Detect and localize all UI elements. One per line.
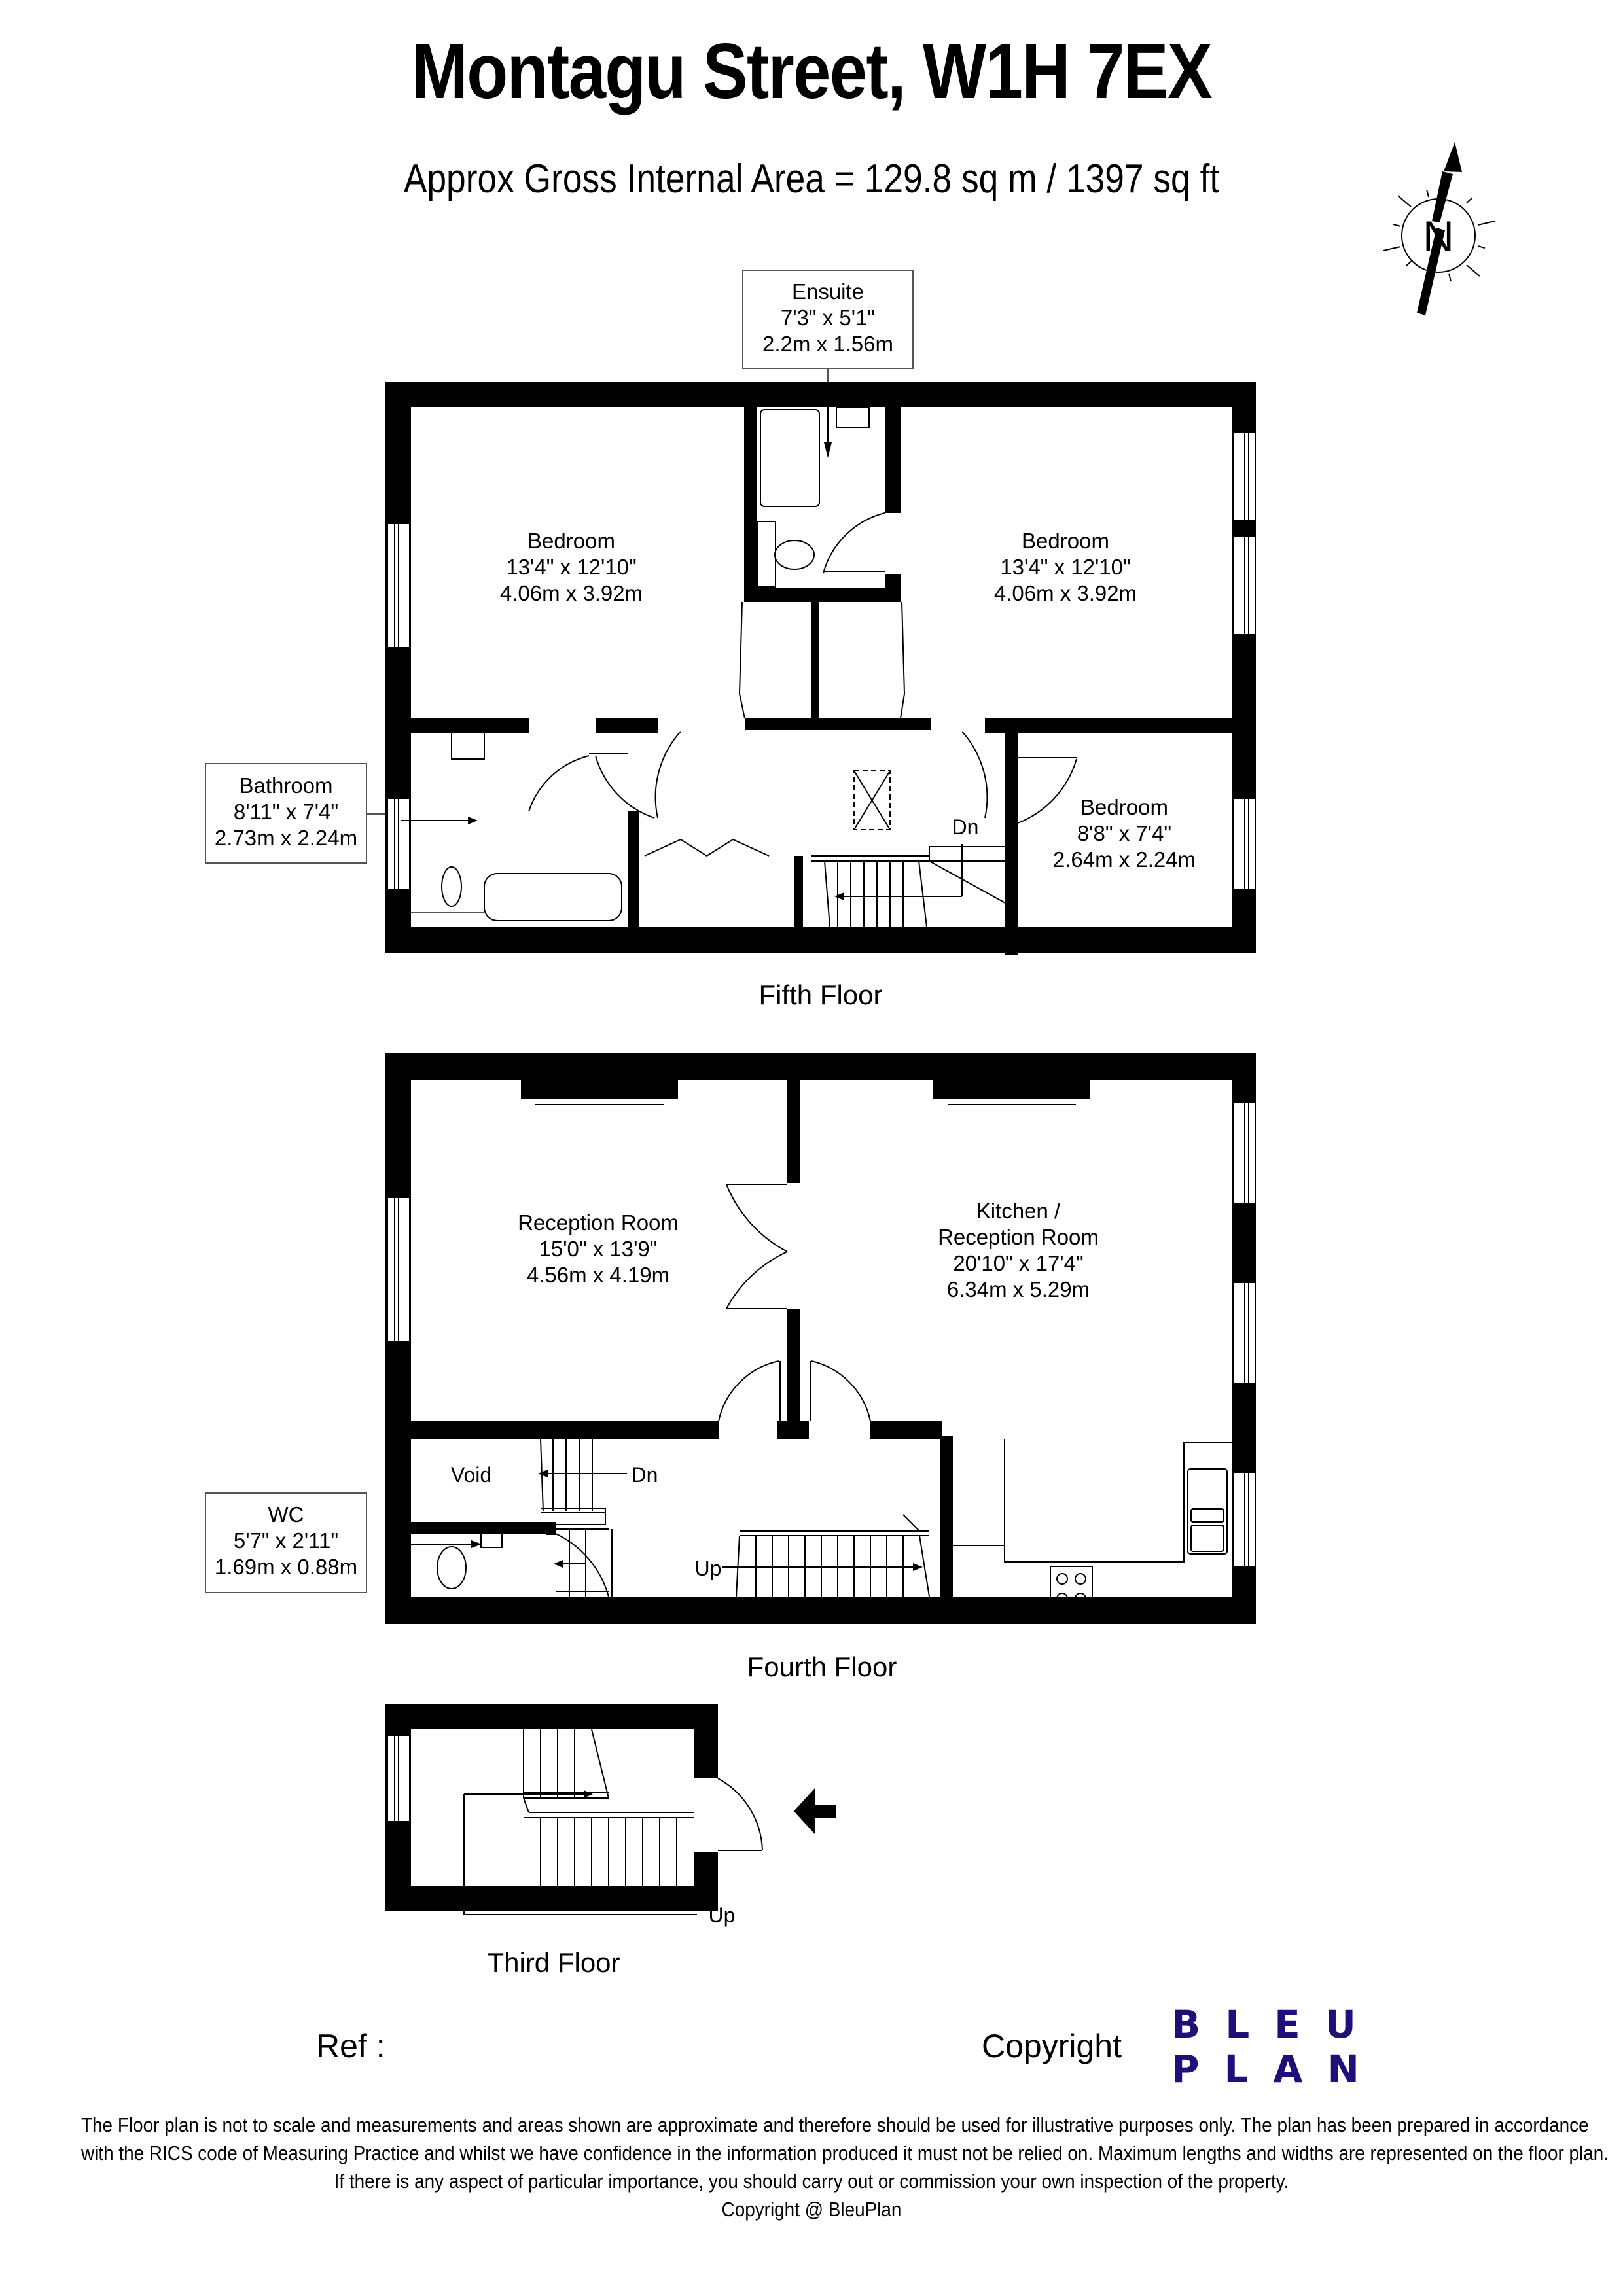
svg-text:Kitchen /: Kitchen / <box>976 1199 1061 1223</box>
disclaimer-line-3: If there is any aspect of particular imp… <box>334 2170 1289 2193</box>
svg-text:Reception Room: Reception Room <box>938 1225 1099 1249</box>
svg-text:4.06m x 3.92m: 4.06m x 3.92m <box>500 581 643 605</box>
svg-text:15'0" x 13'9": 15'0" x 13'9" <box>539 1237 658 1261</box>
svg-text:WC: WC <box>268 1502 304 1527</box>
disclaimer: The Floor plan is not to scale and measu… <box>0 2111 1623 2223</box>
room-label-reception-room: Reception Room 15'0" x 13'9" 4.56m x 4.1… <box>518 1210 679 1287</box>
room-label-bedroom-2: Bedroom 13'4" x 12'10" 4.06m x 3.92m <box>994 529 1137 605</box>
svg-text:Ensuite: Ensuite <box>792 279 864 304</box>
svg-text:8'8" x 7'4": 8'8" x 7'4" <box>1077 821 1171 845</box>
stair-down-label-4f: Dn <box>632 1463 658 1487</box>
void-label: Void <box>451 1463 491 1487</box>
copyright-label: Copyright <box>982 2028 1122 2064</box>
svg-text:4.56m x 4.19m: 4.56m x 4.19m <box>527 1263 669 1287</box>
room-label-bedroom-3: Bedroom 8'8" x 7'4" 2.64m x 2.24m <box>1053 795 1196 872</box>
room-label-kitchen-reception: Kitchen / Reception Room 20'10" x 17'4" … <box>938 1199 1099 1301</box>
page-title: Montagu Street, W1H 7EX <box>412 27 1213 115</box>
disclaimer-line-2: with the RICS code of Measuring Practice… <box>81 2142 1609 2164</box>
svg-text:Bedroom: Bedroom <box>1080 795 1168 819</box>
stair-up-label-4f: Up <box>695 1557 722 1580</box>
north-arrow-icon: N <box>1383 142 1495 315</box>
logo-line-1: BLEU <box>1171 2002 1381 2047</box>
svg-text:7'3" x 5'1": 7'3" x 5'1" <box>781 306 875 330</box>
ref-label: Ref : <box>316 2028 385 2064</box>
svg-text:Bedroom: Bedroom <box>1022 529 1109 553</box>
floor-label-fourth: Fourth Floor <box>747 1651 897 1682</box>
gross-internal-area: Approx Gross Internal Area = 129.8 sq m … <box>403 156 1220 202</box>
svg-text:2.2m x 1.56m: 2.2m x 1.56m <box>762 332 893 356</box>
svg-text:6.34m x 5.29m: 6.34m x 5.29m <box>947 1277 1090 1301</box>
entrance-arrow-icon <box>794 1788 836 1834</box>
stair-down-label: Dn <box>952 815 979 839</box>
svg-text:N: N <box>1423 212 1454 260</box>
svg-text:2.64m x 2.24m: 2.64m x 2.24m <box>1053 847 1196 872</box>
disclaimer-line-4: Copyright @ BleuPlan <box>721 2198 902 2221</box>
stair-up-label-3f: Up <box>709 1903 736 1927</box>
fourth-floor-plan: Dn Void Up <box>205 1053 1256 1682</box>
svg-text:Bedroom: Bedroom <box>527 529 615 553</box>
svg-text:8'11" x 7'4": 8'11" x 7'4" <box>234 800 338 824</box>
floor-label-third: Third Floor <box>487 1947 620 1978</box>
svg-text:Bathroom: Bathroom <box>239 773 332 798</box>
svg-text:Reception Room: Reception Room <box>518 1210 679 1235</box>
svg-text:13'4" x 12'10": 13'4" x 12'10" <box>506 555 636 579</box>
svg-text:13'4" x 12'10": 13'4" x 12'10" <box>1000 555 1130 579</box>
svg-text:5'7" x 2'11": 5'7" x 2'11" <box>234 1528 338 1553</box>
floor-label-fifth: Fifth Floor <box>758 980 882 1010</box>
bleuplan-logo: BLEU PLAN <box>1171 2002 1384 2091</box>
fifth-floor-plan: Dn Ensuite 7'3" x 5'1" 2.2m x 1.56m Bath… <box>205 270 1256 1010</box>
disclaimer-line-1: The Floor plan is not to scale and measu… <box>81 2113 1589 2136</box>
svg-text:2.73m x 2.24m: 2.73m x 2.24m <box>215 826 357 850</box>
svg-text:1.69m x 0.88m: 1.69m x 0.88m <box>215 1555 357 1579</box>
third-floor-plan: Up Third Floor <box>385 1704 836 1978</box>
svg-text:20'10" x 17'4": 20'10" x 17'4" <box>953 1251 1083 1275</box>
svg-text:4.06m x 3.92m: 4.06m x 3.92m <box>994 581 1137 605</box>
logo-line-2: PLAN <box>1171 2047 1384 2091</box>
room-label-bedroom-1: Bedroom 13'4" x 12'10" 4.06m x 3.92m <box>500 529 643 605</box>
